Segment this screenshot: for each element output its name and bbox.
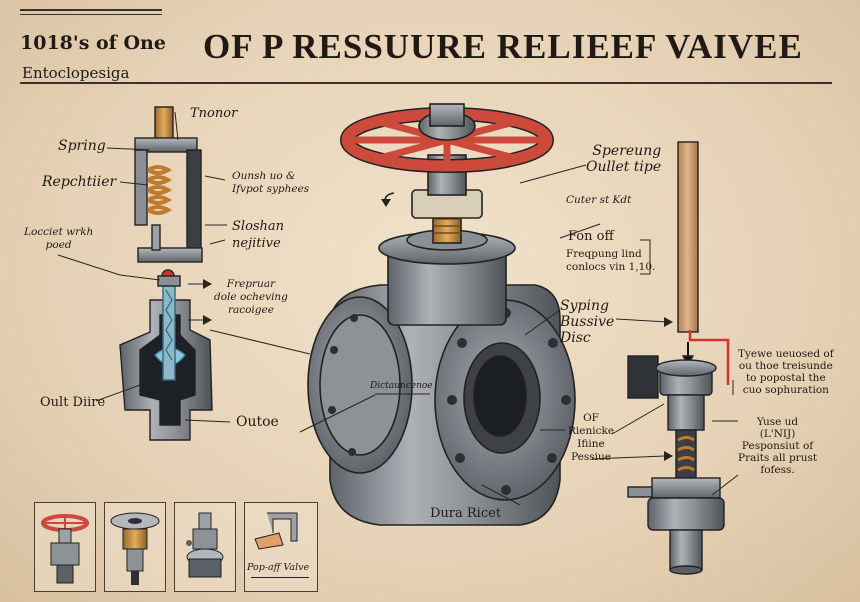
header-rule-top bbox=[20, 9, 162, 11]
label-oult-diire: Oult Diire bbox=[40, 395, 106, 410]
thumbnail-pop-off-valve[interactable]: Pop-aff Valve bbox=[244, 502, 318, 592]
leader-arrowheads bbox=[203, 279, 673, 461]
label-cuter: Cuter st Kdt bbox=[566, 194, 632, 206]
thumbnail-flange[interactable] bbox=[104, 502, 166, 592]
label-fon-off: Fon off bbox=[568, 229, 614, 244]
flange-icon bbox=[110, 512, 160, 585]
leader-lines bbox=[57, 111, 739, 506]
relief-valve-assembly bbox=[627, 141, 730, 575]
header-rule-top-2 bbox=[20, 14, 162, 15]
main-valve bbox=[307, 103, 576, 526]
label-distance: Dictauncenoe bbox=[370, 381, 433, 391]
thumbnail-valve-stem[interactable] bbox=[174, 502, 236, 592]
spring-mechanism-detail bbox=[134, 106, 203, 283]
page-title: OF P RESSUURE RELIEEF VAIVEE bbox=[203, 27, 803, 66]
header-rule-bottom bbox=[20, 82, 832, 84]
thumbnail-handwheel[interactable] bbox=[34, 502, 96, 592]
header-kicker: 1018's of One bbox=[20, 32, 166, 54]
label-repchtiier: Repchtiier bbox=[42, 174, 117, 190]
valve-stem-icon bbox=[186, 512, 224, 578]
lever-icon bbox=[254, 512, 298, 550]
header-subtitle: Entoclopesiga bbox=[22, 64, 130, 82]
label-spring: Spring bbox=[58, 138, 106, 154]
pop-off-underline bbox=[251, 577, 309, 578]
handwheel-icon bbox=[41, 514, 89, 584]
rotation-arrow-head bbox=[381, 199, 391, 207]
label-tnonor: Tnonor bbox=[190, 106, 238, 121]
label-dura-ricet: Dura Ricet bbox=[430, 506, 502, 521]
label-ounsh: Ounsh uo &Ifvpot syphees bbox=[232, 170, 310, 195]
label-pop-off: Pop-aff Valve bbox=[247, 562, 310, 573]
cutaway-valve-detail bbox=[119, 275, 213, 441]
label-outoe: Outoe bbox=[236, 414, 279, 430]
